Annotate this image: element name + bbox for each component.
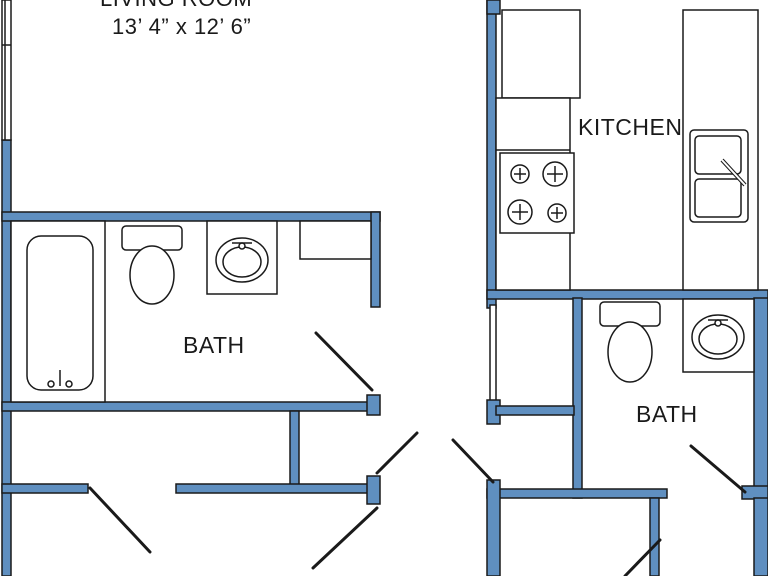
doors [88,331,747,576]
wall-hall-partition [289,410,300,492]
wall-hall-left [1,483,89,494]
door-bath-left [314,331,374,392]
wall-bath2-left [572,297,583,499]
living-room-dimensions: 13’ 4” x 12’ 6” [112,14,252,39]
stove-burners [507,161,568,225]
door-hall-right-lower [311,506,379,570]
wall-bath-bottom [1,401,373,412]
wall-bath-right [370,211,381,308]
door-lower-right [623,538,662,576]
tub-faucet [47,370,73,388]
kitchen-fixtures [495,9,759,291]
wall-kitchen-left-cap [486,0,501,15]
living-room-label: LIVING ROOM [100,0,252,12]
closet-door-frame [489,304,497,406]
door-bedroom-left [88,486,152,554]
linen-cabinet [299,220,372,260]
wall-bath2-right [753,297,768,489]
door-bath-right [689,444,747,494]
wall-closet-bottom [495,405,575,416]
wall-bath-door-jamb [366,394,381,416]
refrigerator [501,9,581,99]
wall-left-exterior [1,139,12,576]
wall-lower-right-edge [753,497,768,576]
living-window [1,0,12,141]
wall-lower-right-top [486,488,668,499]
door-closet [451,438,495,484]
wall-lower-right-mid [649,497,660,576]
wall-hall-jamb [366,475,381,505]
bath-right-label: BATH [636,401,698,427]
bath-left-label: BATH [183,332,245,358]
toilet-bowl [129,245,175,305]
bath-right-fixtures [599,298,755,383]
wall-lower-right-left [486,479,501,576]
wall-hall-right [175,483,373,494]
bathtub-basin [26,235,94,391]
wall-bath-top [1,211,381,222]
wall-kitchen-left [486,0,497,309]
kitchen-label: KITCHEN [578,114,683,140]
bath-left-fixtures [10,220,372,403]
toilet-bowl-right [607,321,653,383]
wall-kitchen-bottom [486,289,768,300]
door-hall-upper [375,431,419,475]
